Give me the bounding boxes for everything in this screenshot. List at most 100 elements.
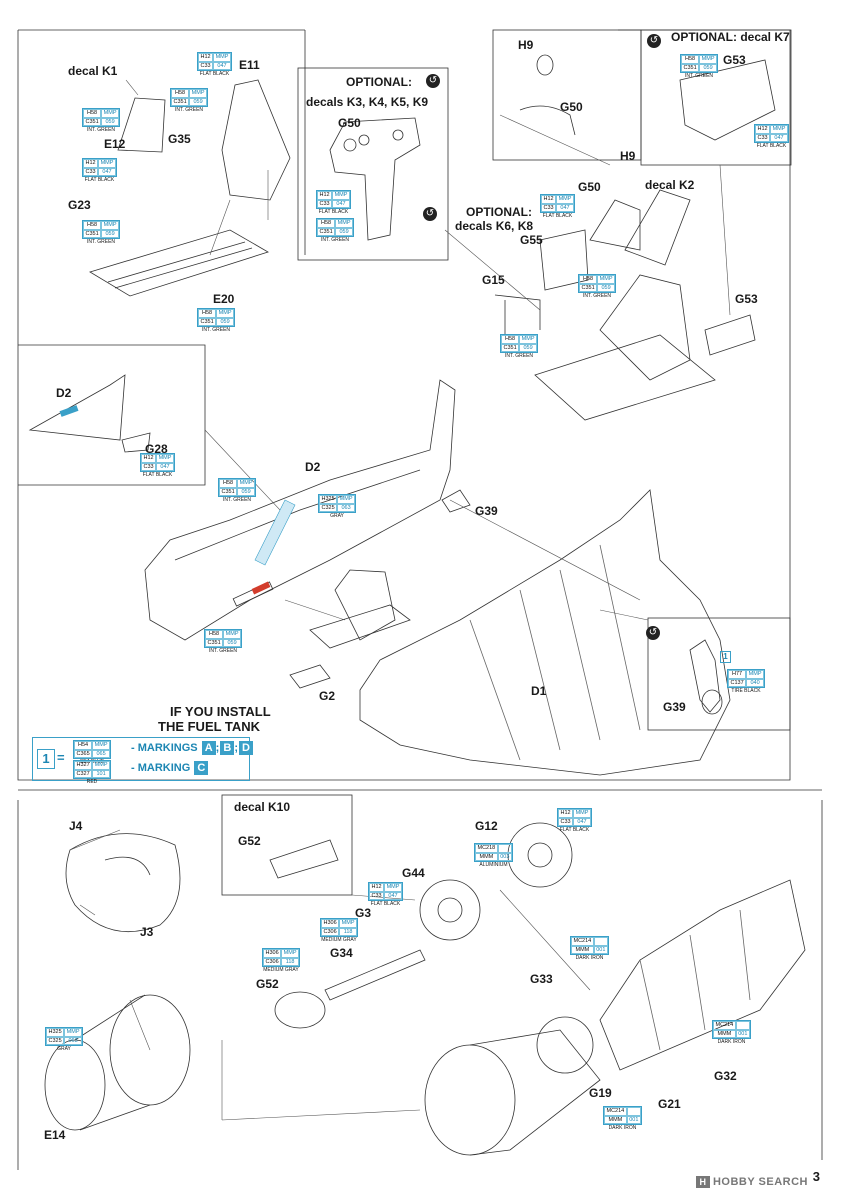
legend-number: 1 [37,749,55,769]
inset-instrument-panel [297,67,449,261]
optional-k6-decals: decals K6, K8 [455,219,534,233]
inset-d2 [18,344,206,486]
fuselage-d1 [359,489,731,776]
engine-g44 [419,879,481,941]
legend-row-1: - MARKINGS A;B;D [131,741,254,755]
frame-top-left [18,29,306,255]
g12-label: G12 [475,819,498,833]
panel-g50-mid [589,199,641,251]
decal-k10-label: decal K10 [234,800,291,814]
cowling-j3-j4 [65,833,181,933]
j3-label: J3 [140,925,154,939]
inset-h9 [492,29,642,161]
g33-label: G33 [530,972,553,986]
g3-label: G3 [355,906,372,920]
d2-label: D2 [305,460,321,474]
g50-top-label: G50 [560,100,583,114]
g28-label: G28 [145,442,168,456]
cowl-bottom [424,1044,516,1156]
e20-label: E20 [213,292,235,306]
g53-top-label: G53 [723,53,746,67]
g19-label: G19 [589,1086,612,1100]
g55-label: G55 [520,233,543,247]
part-g52-top [269,839,339,879]
optional-symbol-icon: ↺ [647,34,661,48]
inset-k10 [221,794,353,896]
seat-right [599,274,691,381]
d1-label: D1 [531,684,547,698]
instrument-panel-g50 [329,117,421,241]
optional-symbol-icon: ↺ [646,626,660,640]
part-g53-inset [679,59,776,141]
part-g15 [494,294,541,335]
h9-label: H9 [620,149,636,163]
inset-k7 [640,29,792,166]
part-g53 [704,314,756,356]
g52-top-label: G52 [238,834,261,848]
part-g28 [121,432,151,453]
e11-label: E11 [239,58,260,72]
g53-label: G53 [735,292,758,306]
seat-center [334,569,396,641]
g15-label: G15 [482,273,505,287]
fuel-tank-label-2: THE FUEL TANK [158,719,261,734]
fuel-tank [232,581,274,607]
e12-label: E12 [104,137,126,151]
optional-k7-label: OPTIONAL: decal K7 [671,30,790,44]
g50-mid-label: G50 [578,180,601,194]
g32-label: G32 [714,1069,737,1083]
legend-row-2: - MARKING C [131,761,209,775]
frame-outer [17,29,791,781]
marking-box-number: 1 [720,651,731,663]
watermark-icon: H [695,1176,710,1188]
bulkhead-e11 [221,79,291,201]
optional-symbol-icon: ↺ [426,74,440,88]
g39-inset-label: G39 [663,700,686,714]
g39-label: G39 [475,504,498,518]
h9-top-label: H9 [518,38,534,52]
j4-label: J4 [69,819,83,833]
engine-g12 [507,822,573,888]
g44-label: G44 [402,866,425,880]
g21-label: G21 [658,1097,681,1111]
landing-gear-g39 [689,639,721,713]
engine-bottom [536,1016,594,1074]
g35-label: G35 [168,132,191,146]
part-g52 [274,991,326,1029]
frame-bottom [17,800,823,1170]
d2-inset-label: D2 [56,386,72,400]
part-g2 [289,664,331,689]
page-number: 3 [812,1169,820,1184]
fuselage-d2-inset [28,374,126,441]
e14-label: E14 [44,1128,66,1142]
optional-k6-label: OPTIONAL: [466,205,532,219]
optional-k3-label: OPTIONAL: [346,75,412,89]
decal-k1-label: decal K1 [68,64,118,78]
cowling-e14 [44,1039,106,1131]
seat-e12 [117,97,166,153]
fuselage-front [599,879,806,1071]
